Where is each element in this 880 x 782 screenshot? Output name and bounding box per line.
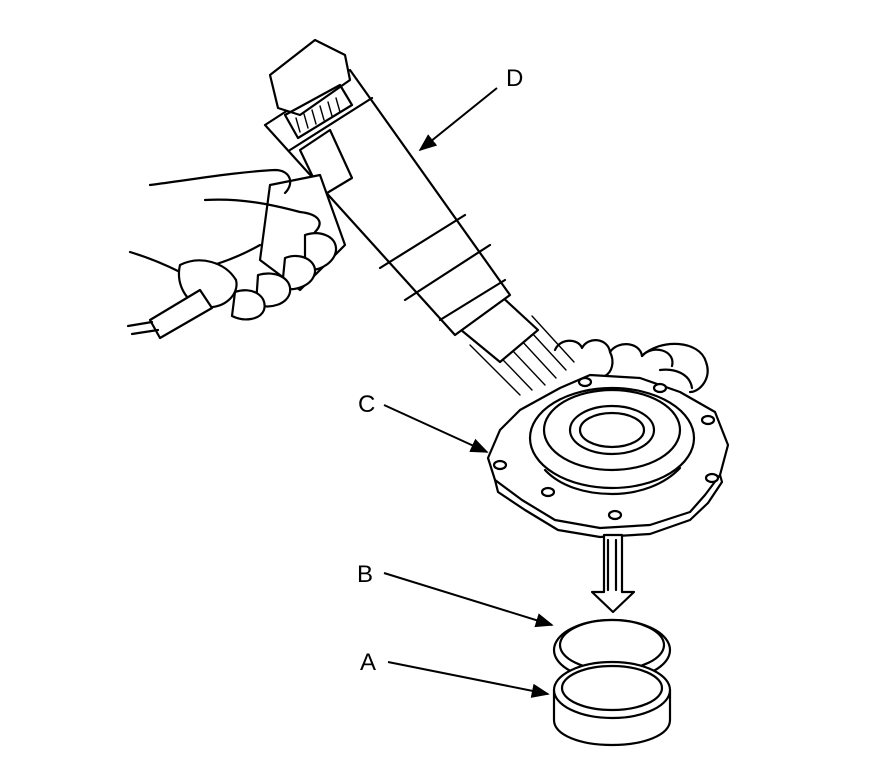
callout-leaders xyxy=(383,87,554,698)
steam-puffs xyxy=(553,339,709,394)
callout-label-b: B xyxy=(357,561,373,588)
leader-line-c xyxy=(383,404,489,453)
leader-line-b xyxy=(383,572,554,628)
leader-line-d xyxy=(418,87,498,152)
hand xyxy=(128,168,338,321)
callout-label-c: C xyxy=(358,391,375,418)
callout-label-d: D xyxy=(506,65,523,92)
heat-gun xyxy=(258,38,575,396)
callout-label-a: A xyxy=(360,649,376,676)
leader-line-a xyxy=(387,661,550,698)
bearing-housing xyxy=(486,373,730,539)
power-cord xyxy=(126,288,214,340)
bearing-ring xyxy=(552,660,672,747)
install-direction-arrow xyxy=(590,533,636,614)
